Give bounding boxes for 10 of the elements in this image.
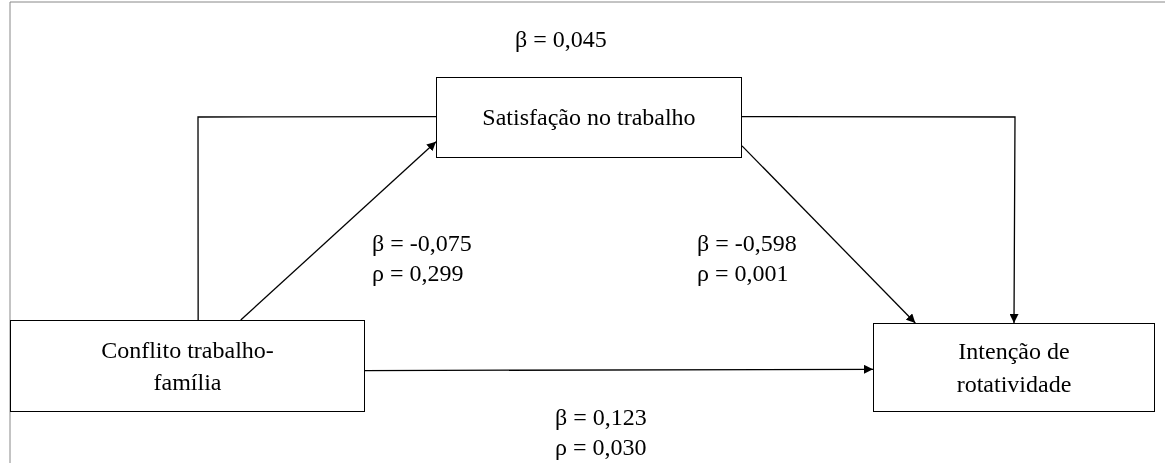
arrow	[240, 141, 437, 321]
node-label: Satisfação no trabalho	[482, 103, 696, 133]
node-label: Intenção de rotatividade	[955, 337, 1073, 399]
variable-box	[10, 320, 365, 412]
arrow	[364, 364, 874, 374]
variable-box	[873, 323, 1155, 412]
arrow	[741, 116, 1019, 324]
node-label: Conflito trabalho-família	[100, 335, 275, 397]
arrow	[741, 145, 916, 324]
variable-box	[436, 77, 742, 158]
